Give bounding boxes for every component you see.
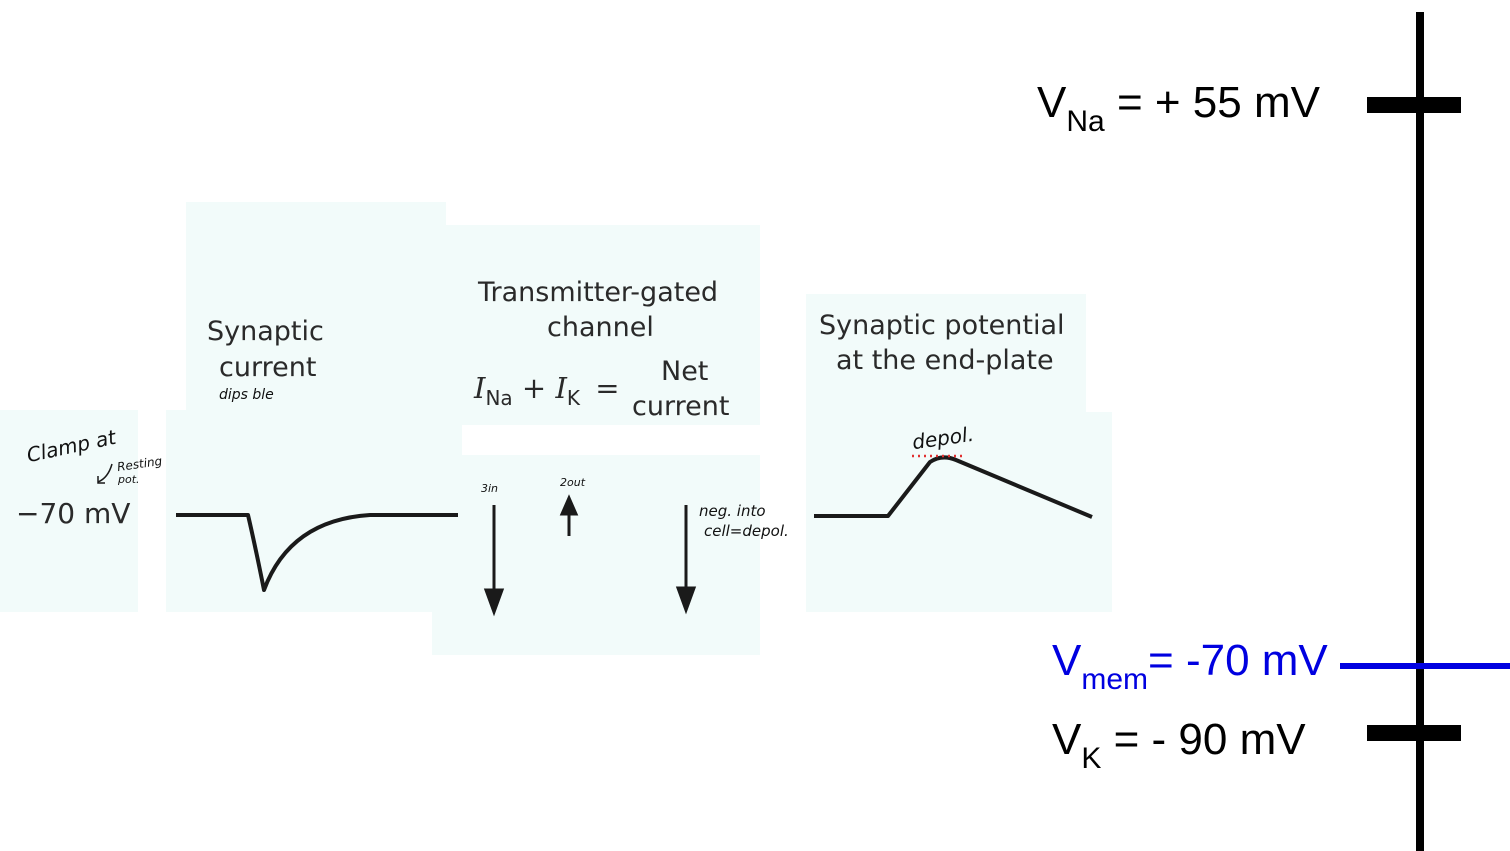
clamp-panel — [0, 410, 138, 612]
synaptic-current-title-2: current — [219, 352, 317, 383]
net-current-2: current — [632, 391, 730, 422]
arrow-out-note: 2out — [560, 476, 586, 489]
vna-symbol: V — [1037, 78, 1067, 127]
channel-equation: INa + IK = — [474, 371, 620, 410]
k-outward-arrow — [559, 494, 579, 536]
channel-title-2: channel — [547, 312, 654, 343]
na-inward-arrow — [483, 505, 505, 617]
channel-title-1: Transmitter-gated — [478, 277, 719, 308]
synaptic-potential-trace — [814, 455, 1093, 519]
channel-panel-top — [446, 225, 760, 425]
eq-ik-sub: K — [566, 385, 581, 410]
vk-label: VK = - 90 mV — [1052, 715, 1306, 776]
arrow-in-note: 3in — [481, 482, 499, 495]
net-current-1: Net — [661, 356, 709, 387]
vna-rest: = + 55 mV — [1116, 78, 1320, 127]
net-note-1: neg. into — [699, 502, 766, 520]
channel-panel — [432, 455, 760, 655]
synaptic-potential-title-2: at the end-plate — [836, 345, 1054, 376]
synaptic-current-panel-top — [186, 202, 446, 412]
net-current-arrow — [675, 505, 697, 615]
net-note-2: cell=depol. — [704, 522, 789, 540]
vmem-sub: mem — [1081, 663, 1149, 696]
vna-sub: Na — [1066, 105, 1105, 138]
synaptic-current-trace — [176, 513, 458, 592]
vk-sub: K — [1081, 742, 1102, 775]
clamp-note-3: pot. — [118, 473, 140, 486]
synaptic-current-note: dips ble — [219, 387, 274, 403]
eq-equals: = — [595, 371, 620, 405]
eq-ina-sub: Na — [485, 385, 513, 410]
synaptic-potential-title-1: Synaptic potential — [819, 310, 1065, 341]
eq-ik: I — [555, 371, 567, 405]
clamp-value: −70 mV — [16, 497, 131, 530]
eq-ina: I — [474, 371, 486, 405]
synaptic-potential-panel — [806, 412, 1112, 612]
eq-plus: + — [521, 371, 547, 405]
vk-rest: = - 90 mV — [1113, 715, 1306, 764]
synaptic-potential-panel-top — [806, 294, 1086, 414]
clamp-curved-arrow — [97, 463, 113, 483]
vk-symbol: V — [1052, 715, 1082, 764]
vmem-rest: = -70 mV — [1148, 636, 1328, 685]
synaptic-current-title-1: Synaptic — [207, 316, 324, 347]
synaptic-current-panel — [166, 410, 462, 612]
vna-label: VNa = + 55 mV — [1037, 78, 1320, 139]
vmem-label: Vmem= -70 mV — [1052, 636, 1328, 697]
vmem-symbol: V — [1052, 636, 1082, 685]
